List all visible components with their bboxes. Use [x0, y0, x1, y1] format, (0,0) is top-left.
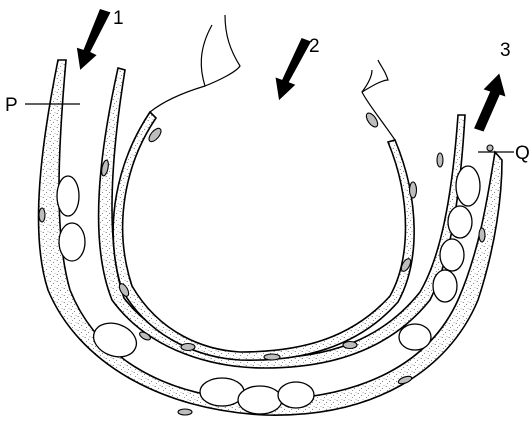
alveolar-wall: [113, 112, 414, 360]
label-arrow-1: 1: [113, 8, 124, 29]
arrow-2: [269, 34, 311, 103]
label-arrow-3: 3: [500, 40, 511, 61]
arrow-1: [71, 6, 111, 73]
alveolar-cell-top-right: [362, 60, 395, 140]
label-q: Q: [515, 143, 530, 164]
label-p: P: [5, 95, 18, 116]
label-arrow-2: 2: [309, 36, 320, 57]
arrow-3: [471, 70, 511, 134]
alveolar-cell-top-left: [150, 15, 240, 112]
